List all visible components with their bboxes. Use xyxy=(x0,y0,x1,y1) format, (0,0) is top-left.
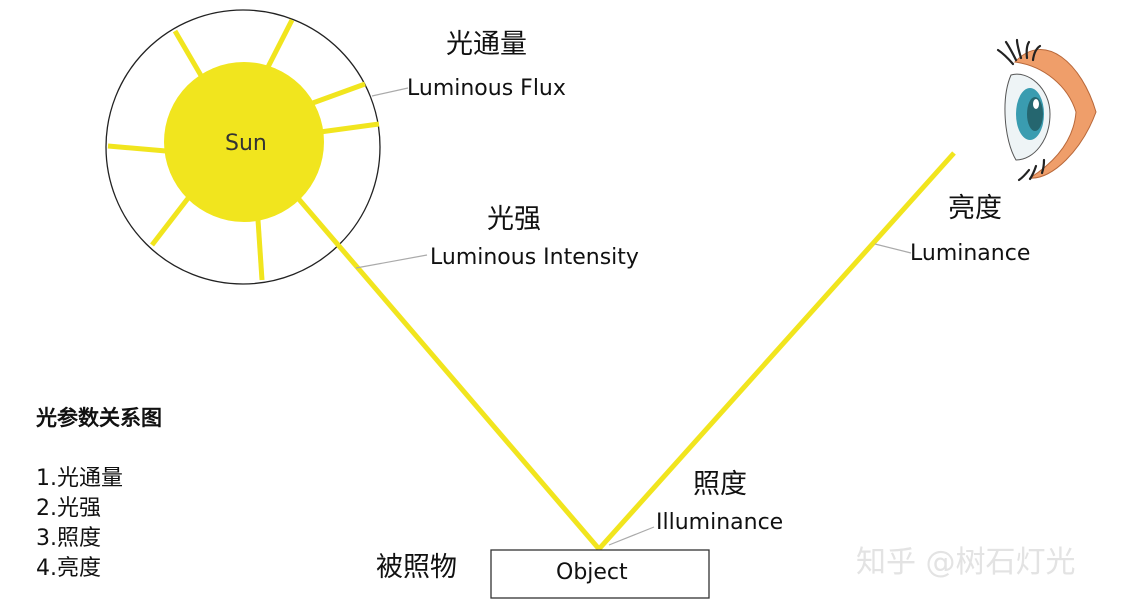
flux-sphere-outline xyxy=(105,9,381,285)
luminous-intensity-cn-label: 光强 xyxy=(487,204,541,235)
illuminance-leader-line xyxy=(608,526,655,546)
luminance-cn-label: 亮度 xyxy=(948,193,1002,224)
legend-item-3: 3.照度 xyxy=(36,526,101,551)
luminous-flux-en-label: Luminous Flux xyxy=(407,76,566,101)
object-box xyxy=(490,549,710,599)
sun-ray xyxy=(172,29,206,81)
legend-item-4: 4.亮度 xyxy=(36,556,101,581)
intensity-leader-line xyxy=(355,254,428,269)
sun-ray xyxy=(264,18,295,71)
luminous-flux-cn-label: 光通量 xyxy=(446,29,527,60)
sun-disc xyxy=(164,62,324,222)
luminance-en-label: Luminance xyxy=(910,241,1031,266)
watermark: 知乎 @树石灯光 xyxy=(856,545,1076,580)
sun-ray xyxy=(309,81,366,107)
sun-ray xyxy=(255,219,265,281)
luminous-intensity-en-label: Luminous Intensity xyxy=(430,245,639,270)
leader-lines xyxy=(355,87,912,546)
legend-title: 光参数关系图 xyxy=(36,406,162,430)
sun-label: Sun xyxy=(225,131,267,156)
legend-list: 1.光通量 2.光强 3.照度 4.亮度 xyxy=(36,464,123,584)
object-en-label: Object xyxy=(556,560,628,585)
object-cn-label: 被照物 xyxy=(376,552,457,583)
luminous-intensity-beam xyxy=(295,195,601,551)
illuminance-cn-label: 照度 xyxy=(693,469,747,500)
sun-ray xyxy=(319,121,380,135)
illuminance-en-label: Illuminance xyxy=(656,510,784,535)
legend-item-1: 1.光通量 xyxy=(36,466,123,491)
sun-rays xyxy=(107,18,380,281)
legend-item-2: 2.光强 xyxy=(36,496,101,521)
luminance-beam xyxy=(597,151,956,551)
flux-leader-line xyxy=(371,87,409,97)
sun-ray xyxy=(107,143,167,154)
luminance-leader-line xyxy=(874,243,912,254)
eye-icon xyxy=(996,38,1097,182)
sun-ray xyxy=(150,195,191,247)
